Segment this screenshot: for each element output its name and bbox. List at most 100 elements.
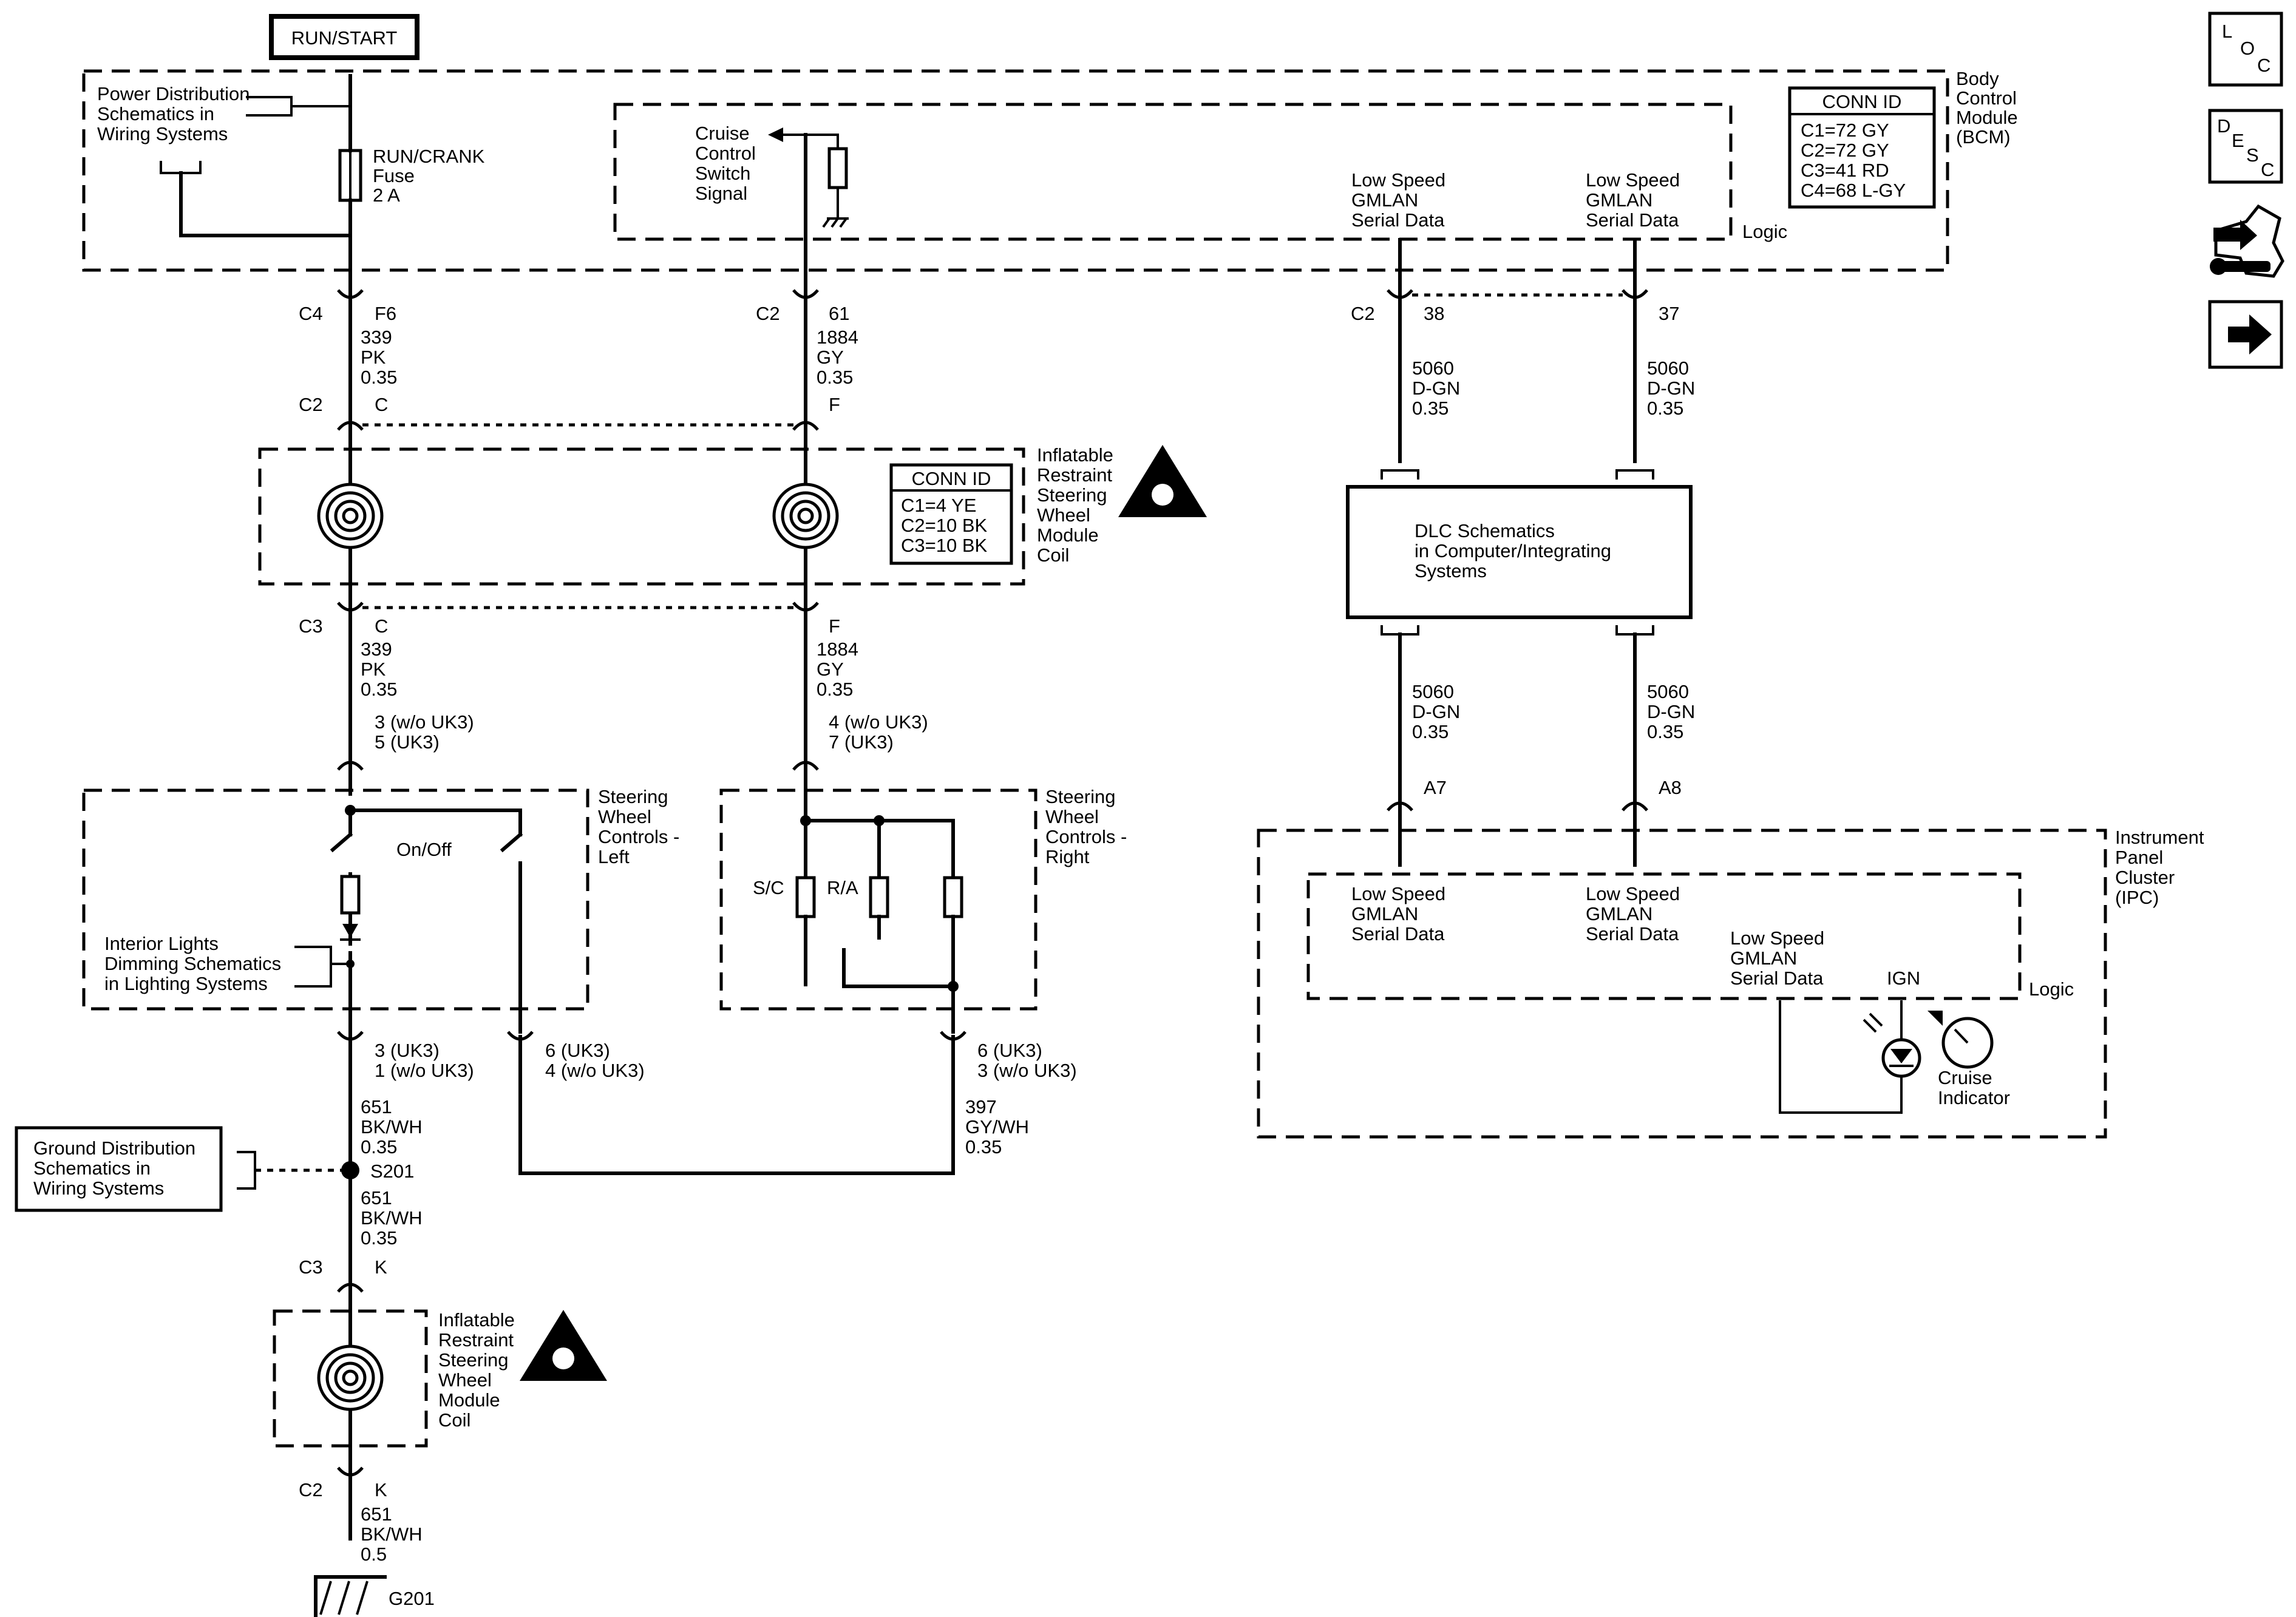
splice-s201-node[interactable] [341,1161,359,1179]
svg-text:Instrument: Instrument [2115,827,2204,848]
interior-lights-dimming-reference[interactable]: Interior Lights Dimming Schematics in Li… [104,933,355,994]
clockspring-coil-left[interactable] [317,483,384,549]
svg-text:C2: C2 [299,394,323,415]
svg-text:C3: C3 [299,1256,323,1278]
svg-text:Wheel: Wheel [1037,504,1090,526]
svg-text:5 (UK3): 5 (UK3) [375,731,440,753]
bcm-pin-37: 37 5060 D-GN 0.35 [1647,303,1695,419]
bcm-label: Body Control Module (BCM) [1956,68,2018,147]
ground-distribution-reference[interactable]: Ground Distribution Schematics in Wiring… [15,1126,344,1212]
svg-text:651: 651 [361,1503,392,1525]
svg-text:CONN ID: CONN ID [912,468,991,489]
svg-text:3 (UK3): 3 (UK3) [375,1040,440,1061]
svg-text:Coil: Coil [438,1409,470,1431]
svg-text:Low Speed: Low Speed [1351,883,1445,904]
svg-text:0.35: 0.35 [1647,398,1683,419]
svg-text:C2=72 GY: C2=72 GY [1801,140,1889,161]
svg-text:GMLAN: GMLAN [1586,903,1652,924]
svg-text:Interior Lights: Interior Lights [104,933,219,954]
svg-text:D-GN: D-GN [1647,701,1695,722]
svg-text:GMLAN: GMLAN [1586,189,1652,211]
svg-text:GMLAN: GMLAN [1351,189,1418,211]
svg-text:C2: C2 [756,303,780,324]
connector-tool-icon[interactable] [2210,204,2284,278]
on-off-switch[interactable]: On/Off [330,808,523,1034]
steering-wheel-controls-left: Steering Wheel Controls - Left 3 (w/o UK… [82,711,679,1081]
svg-text:R/A: R/A [827,877,858,898]
airbag-warning-icon [1118,445,1207,517]
svg-text:0.35: 0.35 [1647,721,1683,742]
svg-text:Coil: Coil [1037,544,1069,566]
svg-text:S: S [2246,144,2259,166]
svg-text:Steering: Steering [1037,484,1107,506]
svg-text:7 (UK3): 7 (UK3) [829,731,894,753]
svg-text:in Lighting Systems: in Lighting Systems [104,973,268,994]
clockspring-coil-bottom[interactable] [317,1344,384,1411]
svg-text:651: 651 [361,1096,392,1117]
svg-text:O: O [2240,38,2255,59]
resume-accel-switch[interactable]: R/A [827,819,889,940]
svg-text:Fuse: Fuse [373,165,415,186]
svg-text:C2: C2 [1351,303,1375,324]
svg-text:Inflatable: Inflatable [1037,444,1113,466]
svg-text:Controls -: Controls - [1045,826,1127,847]
svg-text:Steering: Steering [438,1349,508,1371]
ipc-gmlan-label-2: Low Speed GMLAN Serial Data [1586,883,1680,944]
svg-text:38: 38 [1424,303,1444,324]
svg-text:C3: C3 [299,615,323,637]
svg-text:C: C [375,394,388,415]
svg-text:D-GN: D-GN [1412,378,1460,399]
svg-text:6 (UK3): 6 (UK3) [977,1040,1042,1061]
bcm-pin-c2-61: C2 61 1884 GY 0.35 [756,303,858,388]
svg-text:GMLAN: GMLAN [1730,947,1797,969]
svg-text:651: 651 [361,1187,392,1209]
svg-text:Body: Body [1956,68,1999,89]
dlc-wire-labels: 5060 D-GN 0.35 5060 D-GN 0.35 A7 A8 [1412,681,1695,798]
cruise-indicator-gauge-icon: Cruise Indicator [1927,1011,2010,1108]
clockspring-coil-right[interactable] [772,483,839,549]
svg-text:Low Speed: Low Speed [1586,169,1680,191]
svg-text:A8: A8 [1659,777,1682,798]
swc-right-label: Steering Wheel Controls - Right [1045,786,1127,867]
ground-g201[interactable]: G201 [314,1575,435,1617]
svg-text:0.35: 0.35 [361,679,397,700]
dlc-reference-box[interactable]: DLC Schematics in Computer/Integrating S… [1346,469,1693,636]
bcm-module: Body Control Module (BCM) Power Distribu… [82,68,2018,272]
svg-text:C: C [375,615,388,637]
inflatable-restraint-coil-top: C2 C F Inflatable Restraint Steering Whe… [258,394,1207,586]
ipc-logic-label: Logic [2029,978,2074,1000]
svg-text:(BCM): (BCM) [1956,126,2011,147]
svg-text:G201: G201 [389,1588,435,1609]
svg-text:0.35: 0.35 [817,367,853,388]
svg-text:Ground Distribution: Ground Distribution [33,1137,195,1159]
svg-text:E: E [2232,130,2244,151]
svg-text:Signal: Signal [695,183,747,204]
power-distribution-reference[interactable]: Power Distribution Schematics in Wiring … [97,83,352,237]
svg-text:C3=41 RD: C3=41 RD [1801,160,1889,181]
swc-left-label: Steering Wheel Controls - Left [598,786,679,867]
svg-text:GMLAN: GMLAN [1351,903,1418,924]
svg-text:61: 61 [829,303,849,324]
ipc-gmlan-label-1: Low Speed GMLAN Serial Data [1351,883,1445,944]
circuit-397-return-wire[interactable] [518,1035,955,1175]
svg-text:BK/WH: BK/WH [361,1524,423,1545]
svg-text:PK: PK [361,347,386,368]
svg-text:Serial Data: Serial Data [1351,923,1445,944]
desc-button[interactable]: D E S C [2208,109,2283,184]
ign-label: IGN [1887,968,1920,989]
set-coast-switch[interactable]: S/C [753,876,816,940]
svg-text:Restraint: Restraint [1037,464,1112,486]
bcm-logic-label: Logic [1742,221,1787,242]
run-crank-fuse[interactable]: RUN/CRANK Fuse 2 A [338,146,485,206]
svg-text:C: C [2261,159,2274,180]
svg-text:GY: GY [817,347,844,368]
loc-button[interactable]: L O C [2208,12,2283,87]
svg-text:RUN/CRANK: RUN/CRANK [373,146,485,167]
svg-text:Power Distribution: Power Distribution [97,83,250,104]
svg-text:0.35: 0.35 [361,367,397,388]
bcm-pin-c2-38: C2 38 5060 D-GN 0.35 [1351,303,1460,419]
svg-text:C4: C4 [299,303,323,324]
svg-text:Right: Right [1045,846,1090,867]
next-arrow-button[interactable] [2208,300,2283,369]
svg-text:C2=10 BK: C2=10 BK [901,515,988,536]
